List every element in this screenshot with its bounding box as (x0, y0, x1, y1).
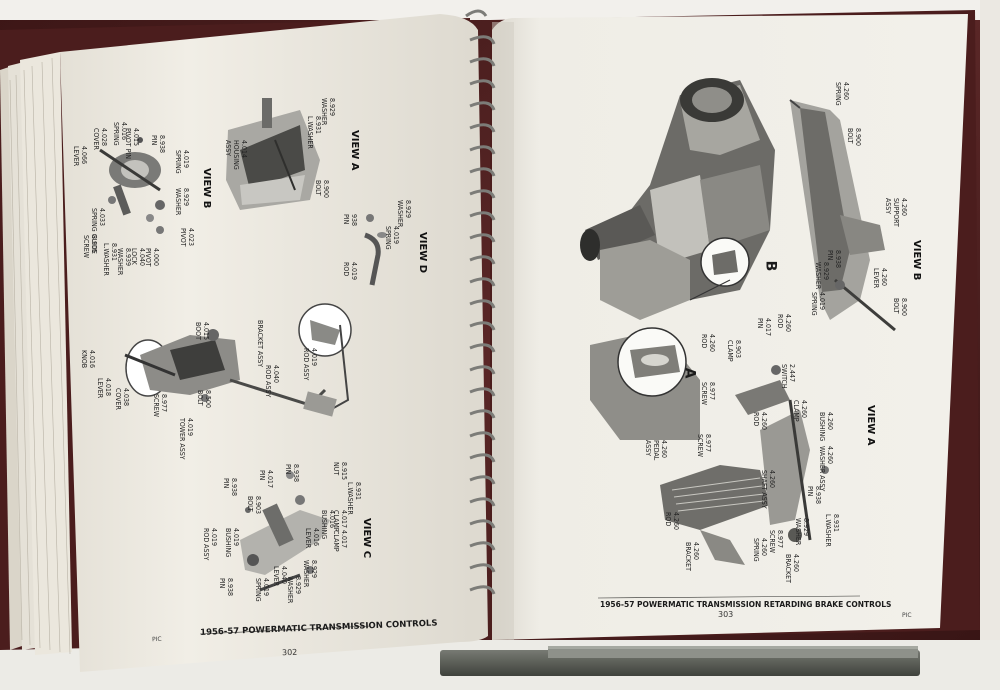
view-label: VIEW D (417, 232, 428, 274)
part-label: 4.260 BRACKET (784, 554, 800, 583)
part-label: 4.019 ROD ASSY (302, 348, 318, 381)
drawing-view-a-left (226, 98, 320, 210)
part-label: 4.028 COVER (92, 128, 108, 150)
part-label: 8.977 SCREW (696, 434, 712, 457)
part-label: 4.260 SUPPORT ASSY (884, 198, 908, 227)
view-label: VIEW B (911, 240, 922, 281)
part-label: 8.931 L.WASHER (824, 514, 840, 547)
part-label: 8.931 L.WASHER (346, 482, 362, 515)
drawing-pedal-assy (660, 365, 829, 565)
part-label: 4.260 WASHER ASSY (818, 446, 834, 492)
part-label: 4.019 ROD ASSY (202, 528, 218, 561)
part-label: 4.038 COVER (114, 388, 130, 410)
part-label: 4.260 SHAFT ASSY (760, 470, 776, 509)
part-label: 8.929 WASHER (302, 560, 318, 588)
drawing-view-b-left (99, 137, 165, 234)
part-label: 4.260 ROD (700, 334, 716, 353)
part-label: 8.977 SCREW (768, 530, 784, 553)
drawing-view-d-left (364, 214, 387, 286)
part-label: 8.900 BOLT (892, 298, 908, 317)
part-label: 4.019 SPRING (254, 578, 270, 602)
right-page-number: 303 (718, 610, 734, 619)
part-label: 4.019 SPRING (174, 150, 190, 174)
part-label: 4.066 LEVER (72, 146, 88, 167)
part-label: 4.260 LEVER (872, 268, 888, 289)
part-label: 8.938 PIN (284, 464, 300, 483)
drawing-view-c-left (240, 471, 330, 592)
left-corner-mark: PIC (151, 635, 162, 644)
part-label: 4.040 ROD ASSY (264, 365, 280, 398)
pencil (440, 646, 920, 676)
part-label: 4.019 BUSHING (224, 528, 240, 558)
part-label: 4.017 PIN (258, 470, 274, 489)
part-label: 4.014 HOUSING ASSY (224, 140, 248, 170)
part-label: 4.260 ROD (752, 412, 768, 431)
part-label: 8.977 SCREW (152, 394, 168, 417)
part-label: 8.903 CLAMP (726, 340, 742, 362)
part-label: 4.015 BOOT (194, 322, 210, 341)
left-page (60, 14, 488, 672)
part-label: 4.019 TOWER ASSY (178, 418, 194, 460)
right-page-caption: 1956-57 POWERMATIC TRANSMISSION RETARDIN… (600, 600, 892, 609)
drawing-tower-assy (124, 303, 352, 417)
part-label: 4.260 PEDAL ASSY (644, 440, 668, 461)
part-label: 4.260 CLAMP (792, 400, 808, 422)
part-label: BRACKET ASSY (256, 320, 264, 368)
part-label: 4.023 PIVOT (179, 228, 195, 247)
part-label: 8.900 BOLT (846, 128, 862, 147)
part-label: 8.905 SCREW (82, 235, 98, 258)
part-label: 8.938 PIN (806, 486, 822, 505)
part-label: 8.929 WASHER (320, 98, 336, 126)
part-label: 4.260 ROD (776, 314, 792, 333)
part-label: 4.017 CLAMP (332, 530, 348, 552)
part-label: 4.019 SPRING (384, 226, 400, 250)
part-label: 4.000 PIVOT (144, 248, 160, 267)
part-label: 4.260 SPRING (834, 82, 850, 106)
part-label: 8.977 SCREW (700, 382, 716, 405)
part-label: 8.929 WASHER (174, 188, 190, 216)
part-label: 4.260 ROD (664, 512, 680, 531)
view-label: VIEW B (201, 168, 212, 209)
part-label: 4.019 ROD (342, 262, 358, 281)
part-label: 8.938 PIN (150, 135, 166, 154)
part-label: 4.017 CLAMP (332, 510, 348, 532)
part-label: 8.938 PIN (222, 478, 238, 497)
part-label: 938 PIN (342, 214, 358, 227)
part-label: 8.938 PIN (218, 578, 234, 597)
right-corner-mark: PIC (902, 612, 912, 619)
callout-letter: A (681, 367, 698, 379)
part-label: 8.929 WASHER (396, 200, 412, 228)
part-label: 4.260 SPRING (752, 538, 768, 562)
page-stack (0, 52, 72, 655)
part-label: 4.260 BRACKET (684, 542, 700, 571)
part-label: 8.929 WASHER (794, 518, 810, 546)
part-label: 8.929 WASHER (814, 262, 830, 290)
part-label: 8.900 BOLT (314, 180, 330, 199)
view-label: VIEW A (349, 130, 360, 171)
part-label: 2.447 SWITCH (780, 364, 796, 389)
part-label: 8.500 BOLT (196, 390, 212, 409)
callout-letter: B (762, 260, 779, 272)
part-label: 8.915 NUT (332, 462, 348, 481)
spiral-binding (465, 9, 496, 595)
part-label: 8.903 BOLT (246, 496, 262, 515)
part-label: 8.929 WASHER (286, 576, 302, 604)
part-label: 4.018 LEVER (96, 378, 112, 399)
part-label: 4.016 LEVER (304, 528, 320, 549)
view-label: VIEW A (865, 405, 876, 446)
drawing-transmission-assembly (580, 78, 775, 440)
left-page-number: 302 (281, 647, 298, 658)
part-label: 4.017 PIN (756, 318, 772, 337)
part-label: 8.931 L.WASHER (306, 116, 322, 149)
view-label: VIEW C (361, 518, 372, 559)
part-label: 4.016 KNOB (80, 350, 96, 369)
part-label: 4.019 SPRING (810, 292, 826, 316)
drawing-view-b-right (789, 99, 896, 332)
part-label: 4.015 PIVOT PIN (124, 128, 140, 160)
part-label: 4.260 BUSHING (818, 412, 834, 442)
